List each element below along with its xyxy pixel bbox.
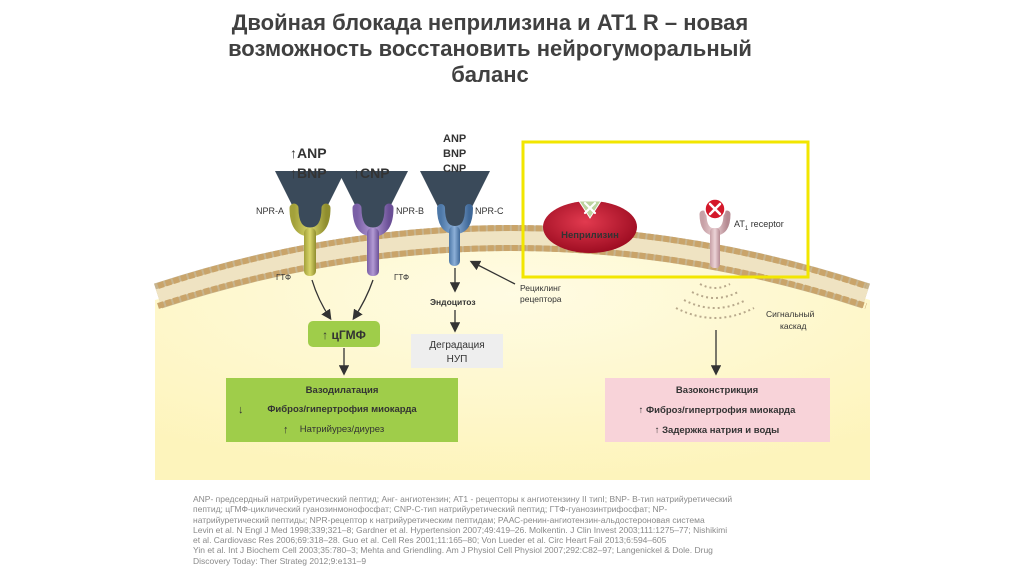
nprb-ligand-label: ↑CNP <box>353 165 390 181</box>
endocytosis-label: Эндоцитоз <box>430 297 476 307</box>
nprc-ligand-label-2: BNP <box>443 148 466 160</box>
gtp-label-b: ГТФ <box>394 273 409 282</box>
at1-receptor <box>699 210 731 268</box>
signal-cascade-label-1: Сигнальный <box>766 309 815 319</box>
reference-line: Discovery Today: Ther Strateg 2012;9:e13… <box>193 555 367 566</box>
degradation-label-1: Деградация <box>429 340 484 351</box>
recycling-label-1: Рециклинг <box>520 283 561 293</box>
npra-receptor <box>289 203 331 276</box>
cell-membrane <box>153 225 871 309</box>
neprilysin-enzyme <box>543 200 637 253</box>
vasodilation-label: Вазодилатация <box>306 385 379 396</box>
at1-receptor-label: AT1 receptor <box>734 219 784 232</box>
fibrosis-label-pink: ↑ Фиброз/гипертрофия миокарда <box>639 405 796 416</box>
fibrosis-label-green: Фиброз/гипертрофия миокарда <box>267 404 417 415</box>
npra-label: NPR-A <box>256 206 284 216</box>
nprb-to-cgmp-arrow <box>352 279 374 321</box>
highlight-frame <box>521 140 810 279</box>
vasodilation-effects-box <box>226 378 458 442</box>
signal-cascade-waves <box>675 283 755 319</box>
recycling-arrow <box>469 260 516 285</box>
sodium-retention-label: ↑ Задержка натрия и воды <box>655 425 780 436</box>
npra-ligand-label-2: ↑BNP <box>290 165 327 181</box>
cgmp-label: ↑ цГМФ <box>322 328 366 342</box>
nprc-receptor <box>437 204 473 266</box>
nprc-ligand-label-3: CNP <box>443 163 466 175</box>
degradation-box <box>411 334 503 368</box>
reference-line: пептид; цГМФ-циклический гуанозинмонофос… <box>193 504 668 515</box>
page-title: Двойная блокада неприлизина и AT1 R – но… <box>150 10 830 88</box>
npra-ligand-label-1: ↑ANP <box>290 145 327 161</box>
gtp-label-a: ГТФ <box>276 273 291 282</box>
vasoconstriction-effects-box <box>605 378 830 442</box>
nprb-receptor <box>352 203 394 276</box>
reference-line: Yin et al. Int J Biochem Cell 2003;35:78… <box>193 545 713 556</box>
title-line-2: возможность восстановить нейрогуморальны… <box>228 36 752 61</box>
vasoconstriction-label: Вазоконстрикция <box>676 385 758 396</box>
references-block: ANP- предсердный натрийуретический пепти… <box>193 494 753 566</box>
nprc-ligand-label-1: ANP <box>443 133 466 145</box>
npra-to-cgmp-arrow <box>311 279 332 321</box>
recycling-label-2: рецептора <box>520 294 562 304</box>
natriuresis-label: Натрийурез/диурез <box>300 424 384 435</box>
degradation-label-2: НУП <box>447 354 468 365</box>
nprc-label: NPR-C <box>475 206 504 216</box>
neprilysin-x-icon <box>583 201 597 215</box>
blocked-x-icon <box>704 198 726 220</box>
title-line-1: Двойная блокада неприлизина и AT1 R – но… <box>231 10 749 35</box>
cgmp-box <box>308 321 380 347</box>
nprb-label: NPR-B <box>396 206 424 216</box>
signal-cascade-label-2: каскад <box>780 321 807 331</box>
reference-line: ANP- предсердный натрийуретический пепти… <box>193 494 733 504</box>
reference-line: Levin et al. N Engl J Med 1998;339;321–8… <box>193 524 728 535</box>
green-up-arrow: ↑ <box>283 424 289 436</box>
neprilysin-label: Неприлизин <box>561 230 619 241</box>
title-line-3: баланс <box>451 62 529 87</box>
reference-line: натрийуретический пептиды; NPR-рецептор … <box>193 514 705 525</box>
reference-line: et al. Cardiovasc Res 2006;69:318–28. Gu… <box>193 535 667 546</box>
green-down-arrow: ↓ <box>238 404 244 416</box>
